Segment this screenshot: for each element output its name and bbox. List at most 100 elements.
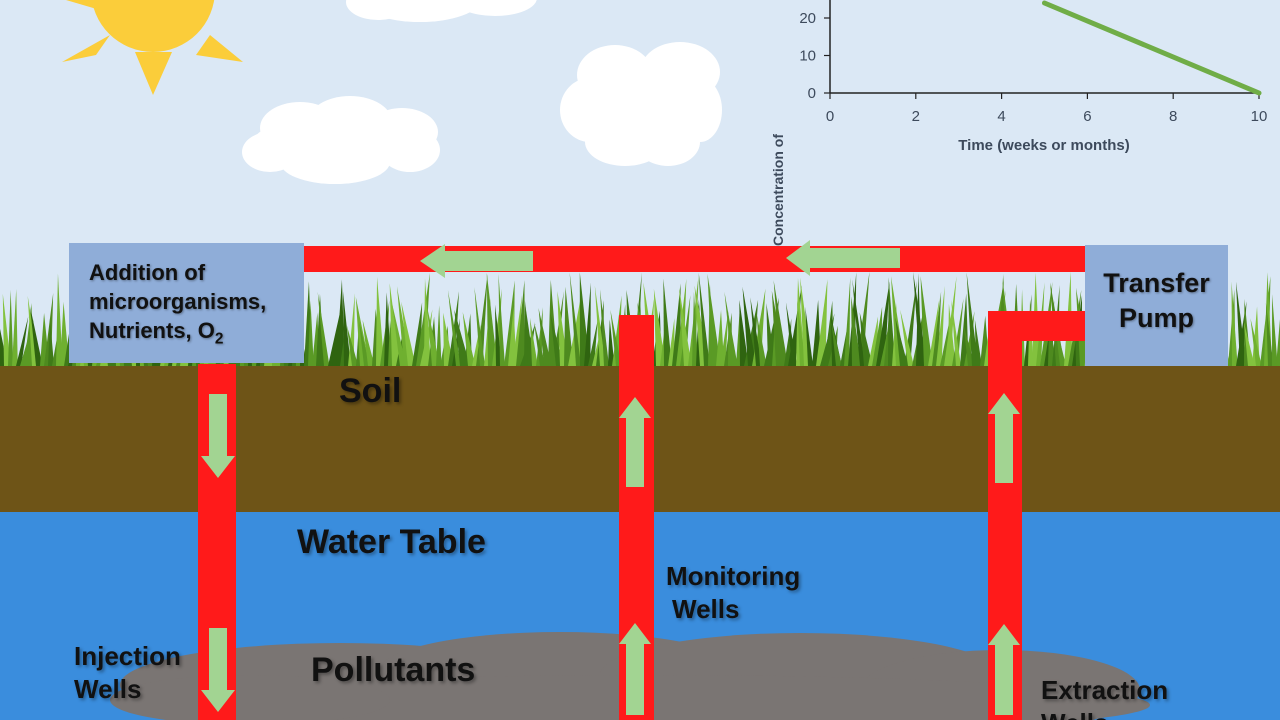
grass-blade: [784, 318, 792, 366]
chart-series-line: [1042, 0, 1262, 96]
grass-blade: [773, 280, 789, 366]
extraction-label-line2: Wells: [1041, 707, 1168, 720]
grass-blade: [742, 286, 757, 366]
grass-blade: [844, 277, 851, 366]
grass-blade: [752, 288, 766, 366]
grass-blade: [416, 272, 430, 366]
extraction-label-line1: Extraction: [1041, 675, 1169, 705]
grass-blade: [859, 312, 873, 366]
grass-blade: [974, 319, 982, 366]
grass-blade: [376, 277, 385, 366]
grass-blade: [679, 287, 692, 366]
monitoring-label-line1: Monitoring: [666, 561, 801, 591]
grass-blade: [30, 306, 43, 366]
addition-label-subscript: 2: [214, 330, 224, 348]
arrow-left-icon: [786, 240, 900, 276]
addition-label-line1: Addition of: [89, 260, 206, 285]
grass-blade: [756, 313, 767, 366]
grass-blade: [362, 319, 375, 366]
arrow-up-icon: [988, 393, 1020, 483]
grass-blade: [16, 316, 29, 366]
cloud-left: [242, 96, 440, 184]
grass-blade: [538, 307, 552, 366]
grass-blade: [692, 291, 699, 366]
grass-blade: [529, 317, 538, 366]
addition-box-label: Addition of microorganisms, Nutrients, O…: [89, 258, 266, 353]
grass-blade: [663, 278, 672, 366]
grass-blade: [564, 286, 574, 366]
grass-blade: [913, 272, 928, 366]
chart-x-tick-label: 0: [826, 108, 834, 125]
grass-blade: [568, 294, 582, 366]
grass-blade: [462, 312, 476, 366]
grass-blade: [1243, 321, 1255, 366]
grass-blade: [852, 279, 866, 366]
grass-blade: [716, 310, 725, 366]
grass-blade: [876, 281, 890, 366]
soil-label: Soil: [339, 372, 402, 410]
grass-blade: [1235, 281, 1247, 366]
chart-x-tick-label: 6: [1083, 108, 1091, 125]
grass-blade: [895, 317, 908, 366]
transfer-pump-label: Transfer Pump: [1085, 266, 1228, 336]
grass-blade: [1231, 281, 1238, 366]
grass-blade: [346, 325, 359, 366]
grass-blade: [1036, 282, 1045, 366]
transfer-label-line1: Transfer: [1103, 268, 1210, 298]
sun-icon: [62, 0, 243, 95]
grass-blade: [584, 282, 591, 366]
grass-blade: [486, 272, 498, 366]
grass-blade: [816, 279, 828, 366]
grass-blade: [396, 286, 411, 366]
extraction-pipe-elbow: [988, 311, 1088, 341]
chart-x-tick-label: 4: [997, 108, 1005, 125]
grass-blade: [474, 287, 486, 366]
grass-blade: [698, 272, 710, 366]
addition-label-line2: microorganisms,: [89, 289, 267, 314]
grass-blade: [476, 273, 488, 366]
grass-blade: [1276, 319, 1280, 366]
grass-blade: [920, 275, 933, 366]
grass-blade: [328, 302, 343, 366]
grass-blade: [831, 315, 842, 366]
grass-blade: [805, 306, 814, 366]
grass-blade: [512, 295, 523, 366]
grass-blade: [928, 297, 940, 366]
grass-blade: [498, 273, 506, 366]
grass-blade: [888, 277, 896, 366]
grass-blade: [56, 273, 63, 366]
addition-box: [69, 243, 304, 363]
chart-x-tick-label: 8: [1169, 108, 1177, 125]
grass-blade: [610, 309, 622, 366]
grass-blade: [831, 322, 843, 366]
grass-blade: [594, 285, 606, 366]
transfer-label-line2: Pump: [1118, 303, 1194, 333]
grass-blade: [401, 301, 416, 366]
chart-y-axis-label: Concentration of: [770, 134, 786, 246]
grass-blade: [785, 302, 798, 366]
grass-blade: [904, 280, 917, 366]
grass-blade: [1265, 303, 1274, 366]
grass-blade: [720, 310, 729, 366]
chart-y-tick-label: 20: [799, 10, 816, 27]
injection-label-line2: Wells: [74, 674, 142, 704]
grass-blade: [359, 321, 370, 366]
arrow-up-icon: [988, 624, 1020, 715]
arrow-up-icon: [619, 397, 651, 487]
grass-blade: [588, 320, 598, 366]
grass-blade: [516, 280, 525, 366]
monitoring-wells-label: Monitoring Wells: [666, 560, 800, 626]
grass-blade: [948, 303, 956, 366]
injection-wells-label: Injection Wells: [74, 640, 181, 706]
grass-blade: [569, 272, 582, 366]
transfer-pump-box: [1085, 245, 1228, 366]
grass-blade: [424, 278, 432, 366]
cloud-right: [560, 42, 722, 166]
grass-blade: [766, 303, 776, 366]
grass-blade: [1250, 318, 1262, 366]
chart-y-tick-label: 10: [799, 48, 816, 65]
addition-label-line3: Nutrients, O2: [89, 316, 266, 353]
